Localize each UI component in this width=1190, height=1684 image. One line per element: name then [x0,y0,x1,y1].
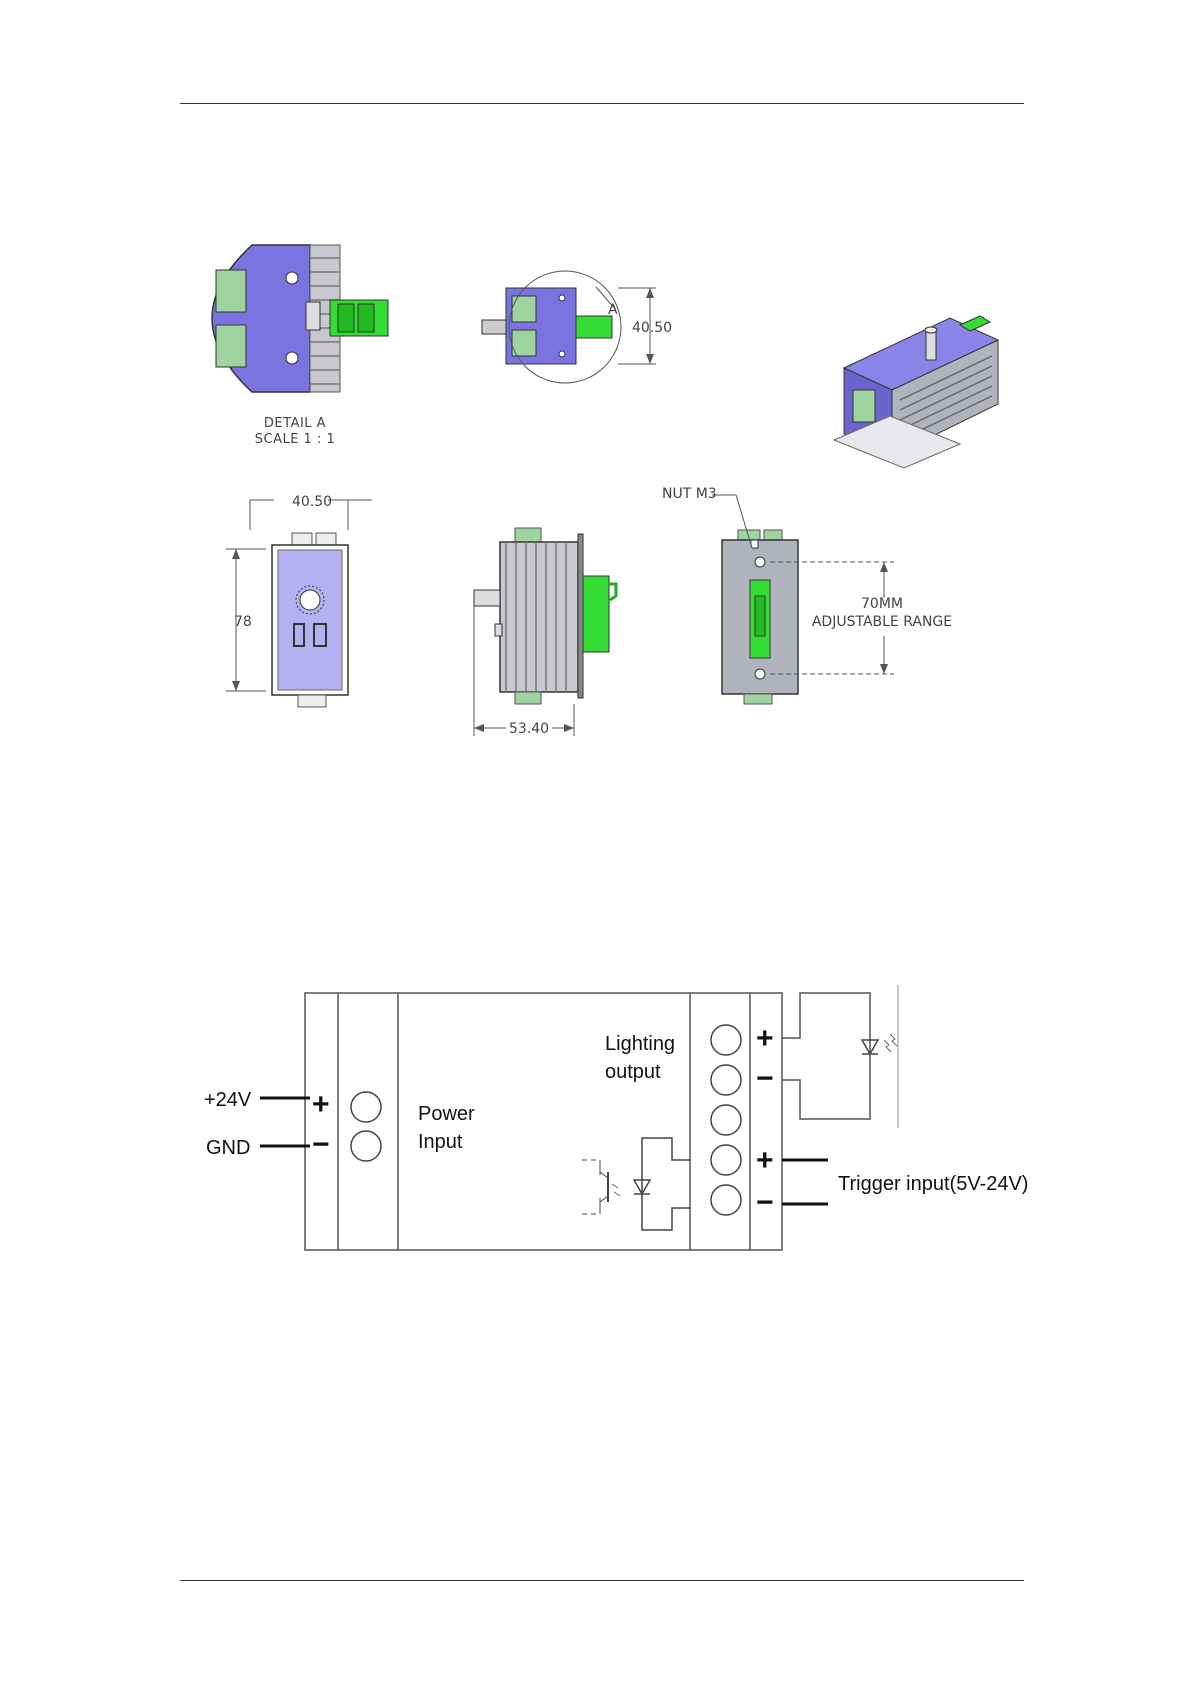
trigger-plus-sign: + [756,1144,774,1177]
output-terminal-3 [711,1105,741,1135]
power-minus-sign: − [312,1128,330,1161]
output-minus-sign: − [756,1062,774,1095]
output-terminal-5 [711,1185,741,1215]
power-terminal-plus [351,1092,381,1122]
led-symbol [862,1034,897,1054]
range-label-1: 70MM [861,596,903,612]
power-label-1: Power [418,1103,475,1125]
output-plus-sign: + [756,1022,774,1055]
lighting-label-1: Lighting [605,1033,675,1055]
trigger-label: Trigger input(5V-24V) [838,1173,1028,1195]
trigger-minus-sign: − [756,1186,774,1219]
power-label-2: Input [418,1131,463,1153]
optocoupler-symbol [582,1138,690,1230]
detail-caption-1: DETAIL A [264,416,326,431]
detail-caption-2: SCALE 1 : 1 [255,432,336,447]
dim-front-height: 78 [234,614,252,630]
front-view [226,500,372,707]
dim-side-depth: 53.40 [509,721,549,737]
side-view [474,528,616,736]
range-label-2: ADJUSTABLE RANGE [812,614,952,630]
detail-a-view [212,245,388,392]
footer-rule [180,1580,1024,1581]
nut-label: NUT M3 [662,486,717,502]
lighting-label-2: output [605,1061,661,1083]
plus-24v-label: +24V [204,1089,252,1111]
callout-a: A [608,302,618,318]
top-view [482,271,656,383]
output-terminal-4 [711,1145,741,1175]
power-terminal-minus [351,1131,381,1161]
dim-front-width: 40.50 [292,494,332,510]
dim-side-height: 40.50 [632,320,672,336]
output-terminal-1 [711,1025,741,1055]
output-terminal-2 [711,1065,741,1095]
gnd-label: GND [206,1137,250,1159]
isometric-view [834,316,998,468]
mechanical-drawing: DETAIL A SCALE 1 : 1 A 40.50 [0,0,1190,800]
power-plus-sign: + [312,1088,330,1121]
